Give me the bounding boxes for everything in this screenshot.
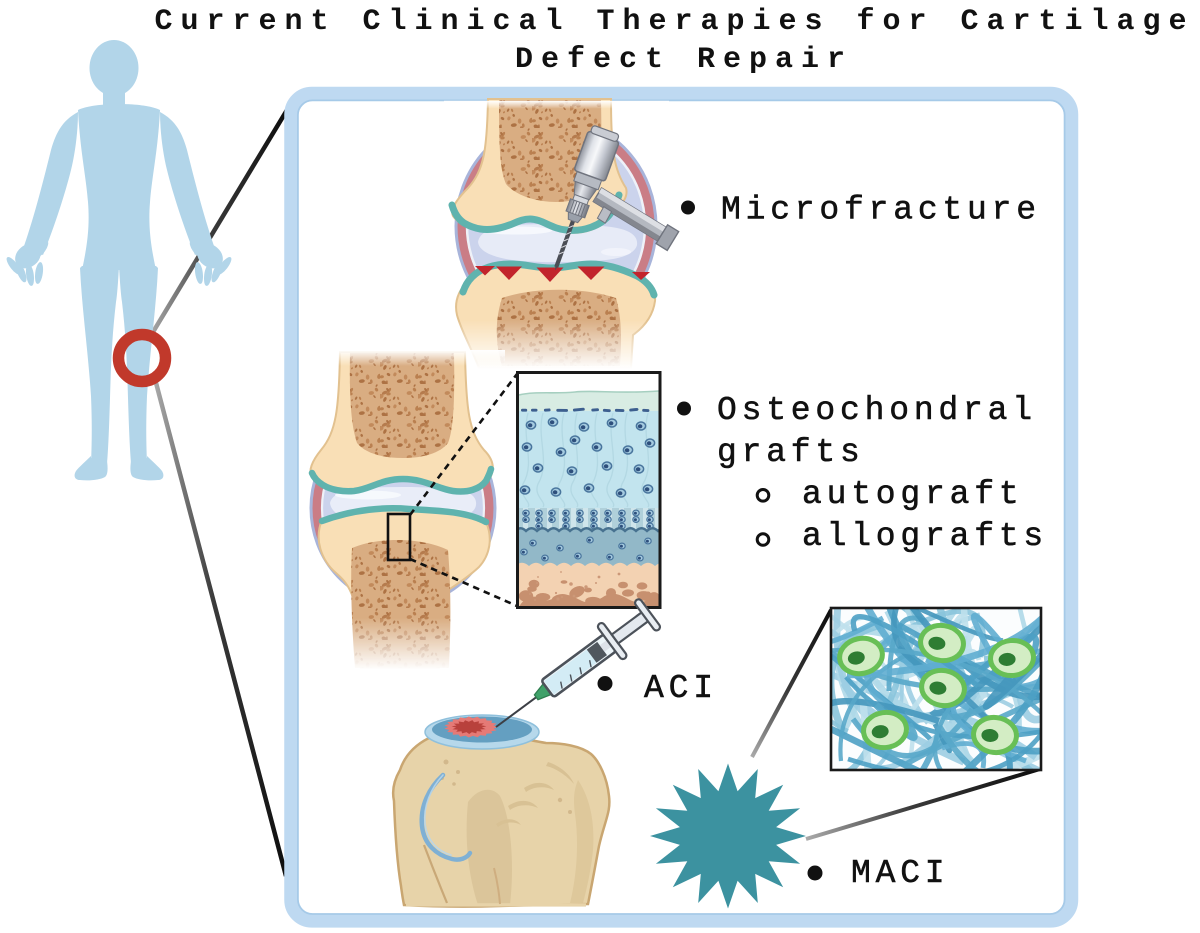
svg-text:Osteochondral: Osteochondral (717, 392, 1037, 429)
svg-text:autograft: autograft (802, 476, 1023, 513)
svg-text:grafts: grafts (717, 434, 865, 471)
svg-text:Defect Repair: Defect Repair (515, 43, 853, 77)
svg-text:ACI: ACI (644, 670, 718, 707)
svg-text:Current Clinical Therapies for: Current Clinical Therapies for Cartilage (154, 5, 1194, 39)
svg-text:MACI: MACI (851, 855, 949, 892)
svg-text:allografts: allografts (802, 518, 1048, 555)
svg-text:Microfracture: Microfracture (721, 192, 1041, 229)
